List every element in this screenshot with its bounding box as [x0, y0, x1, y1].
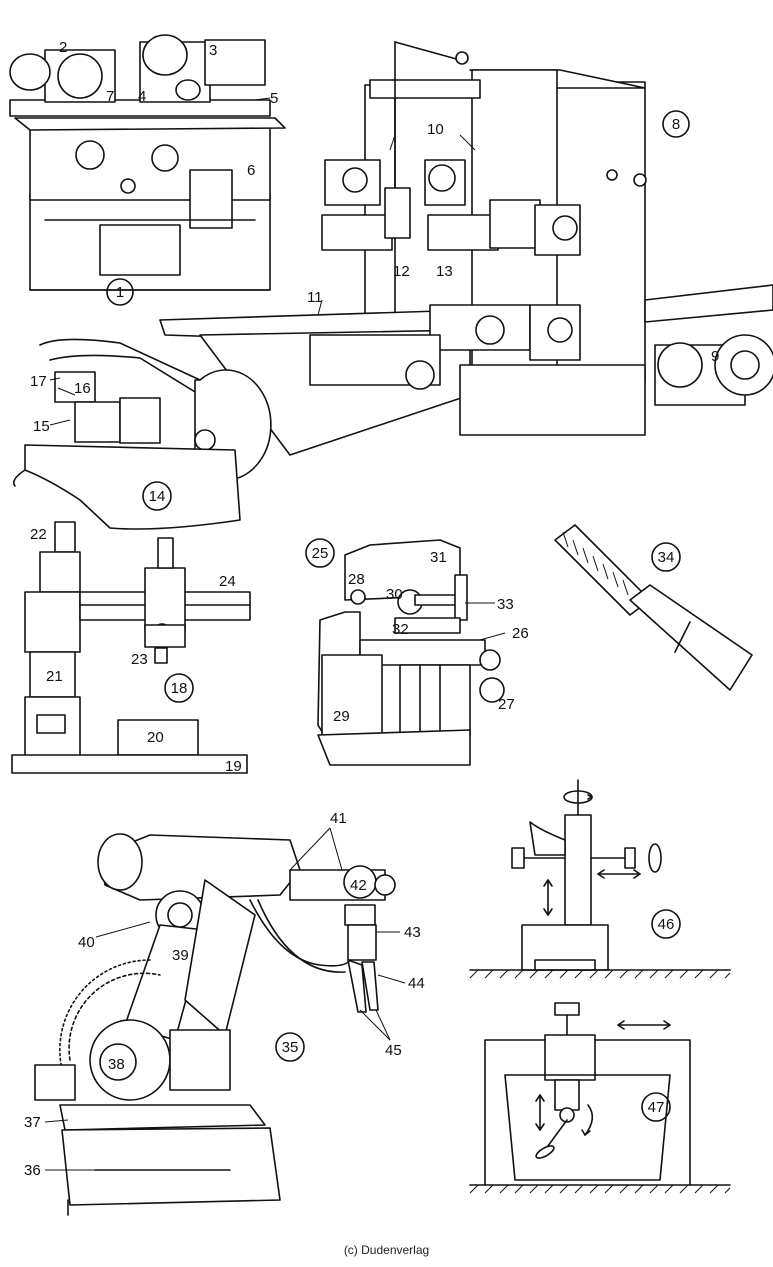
part-label-36: 36: [24, 1162, 41, 1179]
part-label-22: 22: [30, 526, 47, 543]
copyright-credit: (c) Dudenverlag: [343, 1243, 430, 1257]
svg-text:35: 35: [282, 1039, 299, 1056]
figure-number-34: 34: [651, 542, 681, 572]
part-label-11: 11: [307, 289, 323, 306]
part-label-12: 12: [393, 263, 410, 280]
figure-number-47: 47: [641, 1092, 671, 1122]
part-label-7: 7: [106, 88, 114, 105]
part-label-13: 13: [436, 263, 453, 280]
svg-text:46: 46: [658, 916, 675, 933]
svg-text:1: 1: [116, 284, 124, 301]
industrial-robot-drawing: [34, 833, 396, 1216]
leader-lines: [44, 97, 506, 1171]
spindle-schematic-46: [469, 779, 731, 979]
figure-number-18: 18: [164, 673, 194, 703]
part-label-21: 21: [46, 668, 63, 685]
figure-number-1: 1: [106, 278, 134, 306]
part-label-3: 3: [209, 42, 217, 59]
svg-text:8: 8: [672, 116, 680, 133]
part-label-10: 10: [427, 121, 444, 138]
milling-machine-drawing: [317, 539, 505, 766]
part-label-17: 17: [30, 373, 47, 390]
svg-text:34: 34: [658, 549, 675, 566]
grinding-machine-drawing: [9, 34, 286, 291]
part-label-15: 15: [33, 418, 50, 435]
figure-number-25: 25: [305, 538, 335, 568]
figure-number-14: 14: [142, 481, 172, 511]
part-label-24: 24: [219, 573, 236, 590]
part-label-33: 33: [497, 596, 514, 613]
part-label-2: 2: [59, 39, 67, 56]
sawing-machine-drawing: [12, 338, 272, 530]
part-label-19: 19: [225, 758, 242, 775]
part-label-30: 30: [386, 586, 403, 603]
planing-machine-drawing: [159, 41, 773, 456]
part-label-42: 42: [350, 877, 367, 894]
part-label-32: 32: [392, 621, 409, 638]
svg-text:47: 47: [648, 1099, 665, 1116]
figure-number-46: 46: [651, 909, 681, 939]
radial-drill-drawing: [11, 521, 251, 774]
part-label-45: 45: [385, 1042, 402, 1059]
part-label-20: 20: [147, 729, 164, 746]
part-label-31: 31: [430, 549, 447, 566]
part-labels: 2 3 4 5 6 7 9 10 11 12 13 15 16 17 19 20…: [24, 39, 719, 1179]
part-label-5: 5: [270, 90, 278, 107]
figure-number-35: 35: [275, 1032, 305, 1062]
part-label-29: 29: [333, 708, 350, 725]
spindle-schematic-47: [469, 1002, 731, 1194]
part-label-28: 28: [348, 571, 365, 588]
part-label-43: 43: [404, 924, 421, 941]
svg-text:25: 25: [312, 545, 329, 562]
part-label-38: 38: [108, 1056, 125, 1073]
part-label-23: 23: [131, 651, 148, 668]
part-label-4: 4: [138, 88, 146, 105]
figure-number-8: 8: [662, 110, 690, 138]
part-label-16: 16: [74, 380, 91, 397]
figure-numbers: 1 8 14 18 25 34 35 46: [106, 110, 690, 1122]
svg-text:14: 14: [149, 488, 166, 505]
part-label-27: 27: [498, 696, 515, 713]
part-label-41: 41: [330, 810, 347, 827]
part-label-44: 44: [408, 975, 425, 992]
part-label-39: 39: [172, 947, 189, 964]
part-label-40: 40: [78, 934, 95, 951]
tap-drawing: [554, 524, 753, 691]
part-label-26: 26: [512, 625, 529, 642]
part-label-37: 37: [24, 1114, 41, 1131]
svg-text:18: 18: [171, 680, 188, 697]
part-label-9: 9: [711, 348, 719, 365]
part-label-6: 6: [247, 162, 255, 179]
